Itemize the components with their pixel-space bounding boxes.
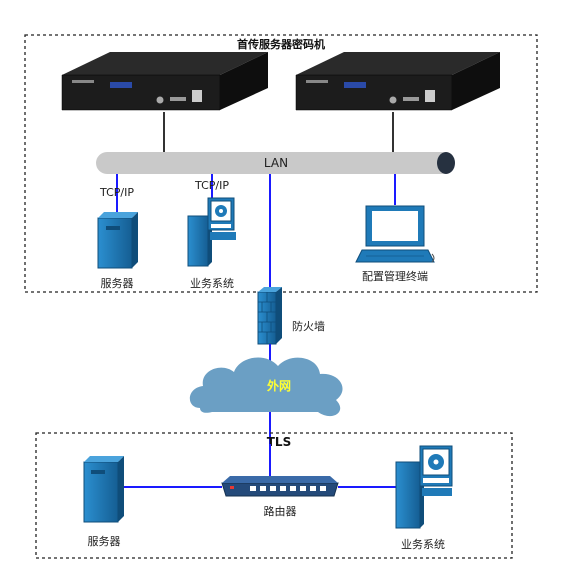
tcpip-left-label: TCP/IP [99, 186, 134, 199]
server-bottom-label: 服务器 [88, 535, 121, 548]
server-bottom-icon [83, 456, 124, 523]
tcpip-right-label: TCP/IP [194, 179, 229, 192]
admin-terminal-icon [355, 205, 435, 263]
business-system-top-label: 业务系统 [190, 277, 234, 290]
lan-bus [96, 152, 455, 174]
firewall-label: 防火墙 [292, 319, 325, 333]
business-system-bottom-icon [395, 445, 453, 529]
admin-terminal-label: 配置管理终端 [362, 269, 428, 283]
router-label: 路由器 [264, 504, 297, 518]
server-top-label: 服务器 [101, 277, 134, 290]
business-system-bottom-label: 业务系统 [401, 538, 445, 551]
firewall-icon [257, 287, 282, 345]
lan-label: LAN [264, 156, 288, 170]
encryption-server-left [61, 52, 268, 111]
top-group-title: 首传服务器密码机 [237, 37, 325, 51]
encryption-server-right [295, 52, 500, 111]
bottom-group-title: TLS [267, 435, 291, 449]
business-system-top-icon [187, 197, 236, 267]
router-icon [221, 476, 339, 497]
internet-cloud-icon [189, 357, 343, 417]
internet-label: 外网 [267, 378, 291, 393]
server-top-icon [97, 212, 138, 269]
